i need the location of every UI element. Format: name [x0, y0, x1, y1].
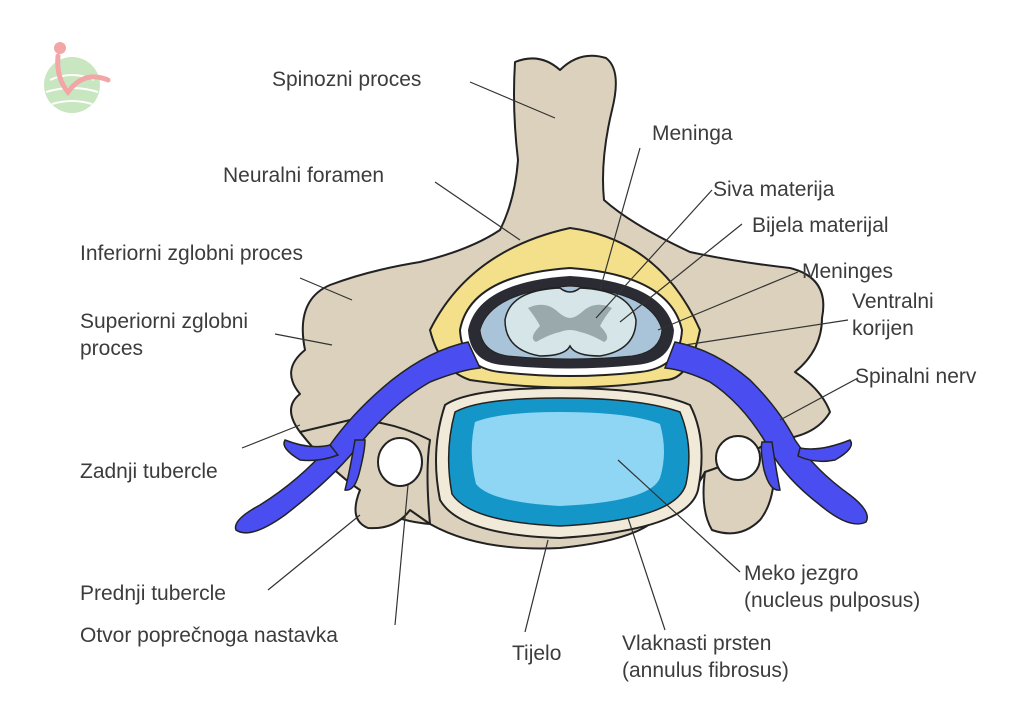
label-otvor-poprecnoga-nastavka: Otvor poprečnoga nastavka	[80, 624, 338, 647]
label-meko-line1: Meko jezgro	[744, 562, 859, 585]
nerve-branch-left	[283, 439, 340, 462]
nerve-branch-right	[797, 439, 853, 463]
label-superiorni-line2: proces	[80, 337, 144, 360]
label-ventralni-korijen: Ventralni korijen	[852, 288, 934, 342]
label-meninga: Meninga	[652, 122, 733, 145]
label-bijela-materijal: Bijela materijal	[752, 214, 889, 237]
spinal-nerve-left	[234, 341, 482, 534]
logo-icon	[44, 42, 111, 113]
nerve-branch-left-2	[344, 439, 366, 491]
label-ventralni-line1: Ventralni	[852, 290, 934, 313]
label-neuralni-foramen: Neuralni foramen	[223, 164, 385, 187]
nerve-branch-right-2	[760, 441, 781, 491]
foramen-left	[377, 437, 423, 487]
label-ventralni-line2: korijen	[852, 317, 914, 340]
label-meninges: Meninges	[802, 260, 894, 283]
nucleus-pulposus	[471, 412, 664, 506]
label-tijelo: Tijelo	[512, 642, 562, 665]
label-superiorni-line1: Superiorni zglobni	[80, 310, 249, 333]
foramen-right	[715, 435, 761, 481]
label-spinalni-nerv: Spinalni nerv	[855, 365, 977, 388]
label-meko-jezgro: Meko jezgro (nucleus pulposus)	[744, 560, 920, 614]
grey-matter	[528, 304, 612, 342]
label-prednji-tubercle: Prednji tubercle	[80, 582, 226, 605]
label-meko-line2: (nucleus pulposus)	[744, 589, 921, 612]
label-vlaknasti-prsten: Vlaknasti prsten (annulus fibrosus)	[622, 630, 789, 684]
label-superiorni-zglobni-proces: Superiorni zglobni proces	[80, 308, 248, 362]
leader-lines	[241, 81, 859, 633]
label-siva-materija: Siva materija	[713, 178, 835, 201]
label-inferiorni-zglobni-proces: Inferiorni zglobni proces	[80, 242, 303, 265]
label-vlaknasti-line1: Vlaknasti prsten	[622, 632, 772, 655]
label-spinozni-proces: Spinozni proces	[272, 68, 422, 91]
spinal-nerve-right	[663, 341, 868, 525]
label-vlaknasti-line2: (annulus fibrosus)	[622, 659, 789, 682]
label-zadnji-tubercle: Zadnji tubercle	[80, 460, 218, 483]
